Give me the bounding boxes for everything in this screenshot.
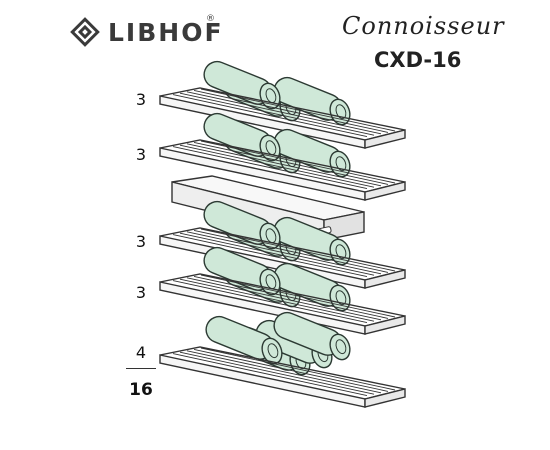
wine-shelf-6	[159, 311, 406, 408]
shelf-slat	[193, 275, 389, 319]
shelf-5-count: 3	[135, 283, 147, 302]
shelf-slat	[186, 350, 382, 394]
shelf-slat	[179, 144, 375, 188]
shelf-slat	[172, 146, 368, 190]
shelf-slat	[186, 143, 382, 187]
shelf-slat	[200, 228, 396, 272]
shelf-slat	[186, 277, 382, 321]
shelf-1-count: 3	[135, 90, 147, 109]
shelf-slat	[179, 92, 375, 136]
shelf-slat	[200, 88, 396, 132]
shelf-slat	[186, 91, 382, 135]
shelf-slat	[172, 280, 368, 324]
wine-shelf-1	[159, 60, 406, 149]
bottle-6-3	[273, 311, 351, 361]
shelf-side-rail	[364, 129, 406, 149]
shelf-slat	[193, 348, 389, 392]
shelf-slat	[179, 232, 375, 276]
shelf-slat	[200, 140, 396, 184]
model-name: CXD-16	[374, 48, 462, 72]
shelf-2-count: 3	[135, 145, 147, 164]
registered-mark: ®	[206, 14, 215, 24]
shelf-front-rail	[159, 354, 366, 408]
shelf-slat	[193, 141, 389, 185]
shelf-slat	[179, 351, 375, 395]
shelf-slat	[172, 94, 368, 138]
shelf-4-count: 3	[135, 232, 147, 251]
shelf-slat	[172, 353, 368, 397]
shelf-side-rail	[364, 388, 406, 408]
bottle-6-4	[205, 315, 283, 365]
wine-shelf-5	[159, 246, 406, 335]
bottle-1-3	[203, 60, 281, 110]
total-divider	[126, 368, 156, 369]
shelf-side-rail	[364, 181, 406, 201]
shelf-6-count: 4	[135, 343, 147, 362]
shelf-slat	[186, 231, 382, 275]
wine-shelf-2	[159, 112, 406, 201]
libhof-logo-icon	[70, 17, 100, 47]
total-count: 16	[129, 380, 153, 400]
shelf-slat	[172, 234, 368, 278]
shelf-slat	[200, 274, 396, 318]
shelf-slat	[179, 278, 375, 322]
series-name: Connoisseur	[342, 12, 505, 40]
shelf-side-rail	[364, 269, 406, 289]
shelf-side-rail	[364, 315, 406, 335]
brand-name: LIBHOF	[108, 17, 224, 47]
shelf-slat	[200, 347, 396, 391]
shelf-slat	[193, 89, 389, 133]
brand-logo: LIBHOF	[70, 14, 224, 50]
shelf-slat	[193, 229, 389, 273]
